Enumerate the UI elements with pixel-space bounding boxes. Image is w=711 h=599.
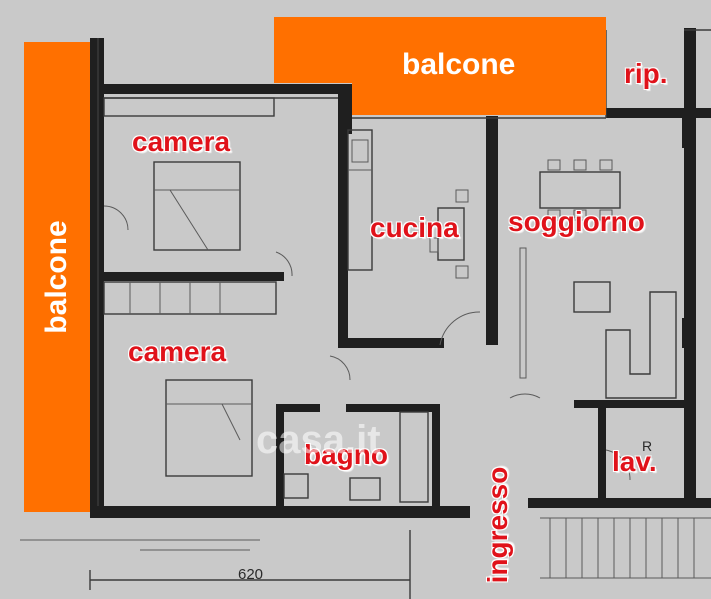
door-soggiorno: [509, 393, 541, 399]
kitchen-table: [437, 207, 465, 261]
wall-north-left: [90, 84, 352, 94]
bed-top-sheet: [169, 189, 209, 251]
room-label-bagno: bagno: [304, 439, 388, 470]
room-label-camera-bottom: camera: [128, 336, 227, 367]
small-mark-r: R: [642, 438, 653, 454]
door-camera-top: [103, 205, 129, 231]
wall-notch: [338, 84, 352, 134]
dchair-2: [573, 159, 587, 171]
chair-3: [429, 237, 439, 253]
bed-bottom-sheet: [221, 403, 241, 441]
balcony-top: [274, 17, 606, 83]
balcony-top-label: balcone: [402, 48, 516, 81]
wall-kitchen-west: [338, 126, 348, 348]
wall-lav-top: [574, 400, 690, 408]
door-kitchen: [439, 311, 481, 346]
dining-table: [539, 171, 621, 209]
tv-unit: [519, 247, 527, 379]
kitchen-counter: [347, 129, 373, 271]
dchair-6: [599, 209, 613, 221]
wardrobe-top: [103, 97, 275, 117]
dchair-4: [547, 209, 561, 221]
chair-1: [455, 189, 469, 203]
wall-bath-top-b: [346, 404, 440, 412]
wall-west: [90, 38, 104, 516]
wall-pillar: [486, 310, 498, 345]
bed-bottom: [165, 379, 253, 477]
room-label-ingresso: ingresso: [482, 466, 513, 584]
wall-kitchen-east: [486, 116, 498, 341]
wall-kitchen-south: [338, 338, 444, 348]
wall-lav-west: [598, 408, 606, 498]
door-camera-top-2: [275, 251, 293, 277]
wall-bath-top-a: [276, 404, 320, 412]
sink: [351, 139, 369, 163]
room-label-camera-top: camera: [132, 126, 231, 157]
room-label-soggiorno: soggiorno: [508, 206, 645, 237]
dchair-3: [599, 159, 613, 171]
coffee-table: [573, 281, 611, 313]
sofa: [605, 291, 677, 399]
balcony-left-label: balcone: [40, 220, 73, 334]
watermark: casa.it: [256, 418, 381, 462]
dchair-5: [573, 209, 587, 221]
bed-top: [153, 161, 241, 251]
chair-2: [455, 265, 469, 279]
wall-east-pillar-top: [682, 118, 696, 148]
stairs: [540, 517, 711, 579]
washbasin: [349, 477, 381, 501]
wall-south-right: [528, 498, 711, 508]
door-camera-bottom: [329, 355, 351, 381]
room-label-lav: lav.: [612, 446, 657, 477]
door-lav: [605, 449, 631, 481]
dimension-label: 620: [238, 566, 264, 583]
wall-bath-east: [432, 404, 440, 510]
wall-east: [684, 28, 696, 498]
balcony-left: balcone: [24, 42, 90, 512]
room-label-cucina: cucina: [370, 212, 459, 243]
balcony-top-extension: [352, 83, 606, 115]
bathtub: [399, 411, 429, 503]
wall-bath-west: [276, 404, 284, 510]
wall-south-left: [90, 506, 470, 518]
wall-bedrooms: [104, 272, 284, 281]
wall-rip: [606, 108, 711, 118]
room-label-rip: rip.: [624, 58, 668, 89]
toilet: [283, 473, 309, 499]
wall-east-pillar: [682, 318, 696, 348]
dchair-1: [547, 159, 561, 171]
